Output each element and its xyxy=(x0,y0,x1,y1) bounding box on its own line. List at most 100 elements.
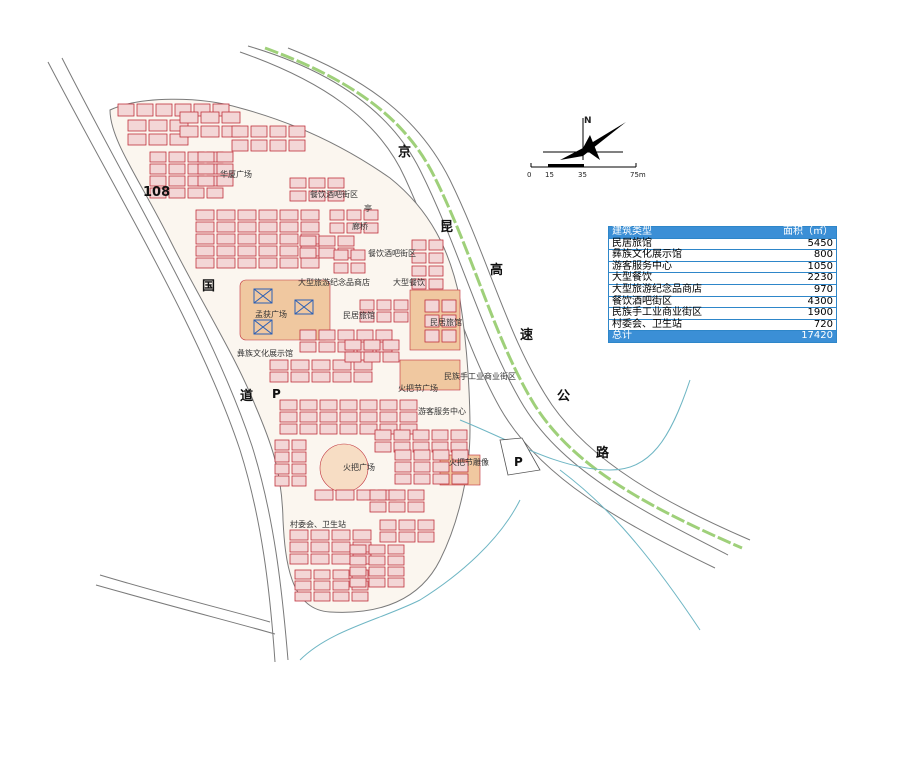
building-block xyxy=(258,209,278,221)
building-block xyxy=(450,429,468,441)
building-block xyxy=(407,501,425,513)
building-block xyxy=(339,399,358,411)
building-block xyxy=(274,475,290,487)
building-block xyxy=(168,187,186,199)
building-block xyxy=(258,233,278,245)
row-value: 5450 xyxy=(807,237,833,249)
building-block xyxy=(349,566,367,577)
building-block xyxy=(441,299,457,313)
building-block xyxy=(350,249,366,261)
national-road-char: 道 xyxy=(240,388,253,404)
building-block xyxy=(197,151,215,163)
building-block xyxy=(310,541,330,553)
building-block xyxy=(441,329,457,343)
scale-tick: 0 xyxy=(527,171,531,179)
row-name: 大型旅游纪念品商店 xyxy=(612,283,702,295)
building-block xyxy=(359,311,375,323)
place-label: 大型餐饮 xyxy=(393,277,425,287)
building-block xyxy=(399,411,418,423)
building-block xyxy=(216,233,236,245)
building-block xyxy=(294,569,312,580)
place-label: 火把广场 xyxy=(343,462,375,472)
building-block xyxy=(136,103,154,117)
building-block xyxy=(451,473,469,485)
row-value: 1900 xyxy=(807,307,833,319)
building-block xyxy=(195,233,215,245)
building-block xyxy=(216,175,234,187)
scale-tick: 75m xyxy=(630,171,646,179)
building-block xyxy=(376,299,392,311)
building-block xyxy=(299,423,318,435)
building-block xyxy=(375,329,393,341)
building-block xyxy=(356,329,374,341)
building-block xyxy=(300,257,320,269)
place-label: 民居旅馆 xyxy=(430,317,462,327)
building-block xyxy=(411,239,427,251)
building-block xyxy=(337,235,355,247)
expressway-char: 速 xyxy=(520,327,533,343)
building-block xyxy=(195,209,215,221)
building-block xyxy=(311,359,331,371)
place-label: 孟获广场 xyxy=(255,309,287,319)
building-block xyxy=(368,566,386,577)
building-block xyxy=(279,245,299,257)
building-block xyxy=(299,247,317,259)
building-block xyxy=(127,119,147,132)
building-block xyxy=(413,473,431,485)
building-block xyxy=(274,463,290,475)
row-name: 民居旅馆 xyxy=(612,237,652,249)
building-block xyxy=(148,119,168,132)
row-value: 2230 xyxy=(807,272,833,284)
building-block xyxy=(279,257,299,269)
place-label: 亭 xyxy=(364,203,372,213)
place-label: 大型旅游纪念品商店 xyxy=(298,277,370,287)
building-block xyxy=(300,209,320,221)
expressway-char: 高 xyxy=(490,262,503,278)
building-block xyxy=(279,221,299,233)
building-block xyxy=(388,501,406,513)
building-block xyxy=(331,553,351,565)
total-value: 17420 xyxy=(801,330,833,342)
row-name: 民族手工业商业街区 xyxy=(612,307,702,319)
building-block xyxy=(428,278,444,290)
building-block xyxy=(318,247,336,259)
place-label: 火把节雕像 xyxy=(449,457,489,467)
building-block xyxy=(258,245,278,257)
building-block xyxy=(197,175,215,187)
building-block xyxy=(332,569,350,580)
building-block xyxy=(195,257,215,269)
building-block xyxy=(329,222,345,234)
building-block xyxy=(374,441,392,453)
place-label: 餐饮酒吧街区 xyxy=(368,248,416,258)
building-block xyxy=(319,411,338,423)
building-block xyxy=(279,423,298,435)
building-block xyxy=(368,544,386,555)
header-area: 面积（㎡） xyxy=(783,226,833,237)
scale-bar: 0 15 35 75m xyxy=(527,163,646,179)
building-block xyxy=(319,399,338,411)
building-block xyxy=(424,314,440,328)
building-block xyxy=(318,329,336,341)
building-block xyxy=(216,163,234,175)
building-block xyxy=(394,449,412,461)
place-label: 彝族文化展示馆 xyxy=(237,348,293,358)
building-block xyxy=(291,475,307,487)
building-block xyxy=(187,187,205,199)
building-block xyxy=(379,531,397,543)
building-block xyxy=(337,329,355,341)
building-block xyxy=(359,411,378,423)
building-block xyxy=(216,221,236,233)
building-block xyxy=(428,239,444,251)
building-block xyxy=(299,341,317,353)
building-block xyxy=(216,209,236,221)
building-block xyxy=(127,133,147,146)
building-block xyxy=(258,257,278,269)
building-block xyxy=(168,151,186,163)
expressway-char: 路 xyxy=(596,445,610,461)
building-block xyxy=(169,133,189,146)
building-block xyxy=(313,580,331,591)
building-block xyxy=(363,351,381,363)
